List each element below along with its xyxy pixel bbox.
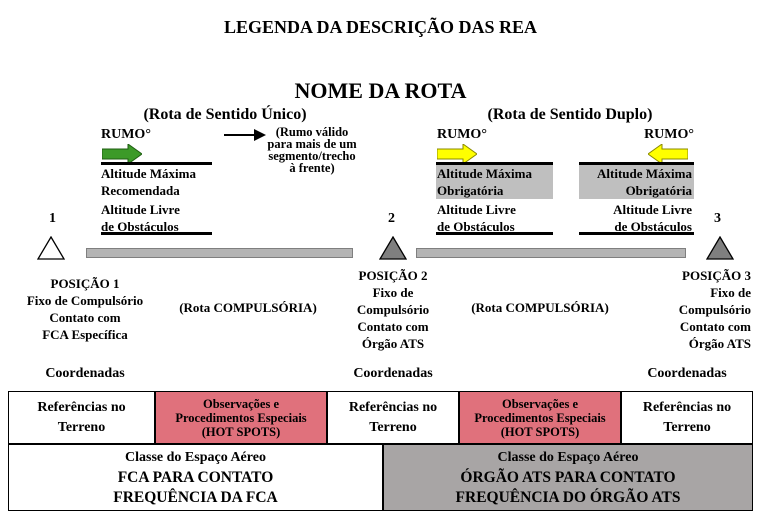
one-way-alt-bottom: Altitude Livre de Obstáculos	[101, 202, 180, 234]
one-way-alt-top: Altitude Máxima Recomendada	[101, 166, 196, 198]
position-number-3: 3	[714, 211, 721, 226]
ground-refs-cell-3: Referências no Terreno	[621, 391, 753, 444]
coordinates-2: Coordenadas	[353, 366, 433, 381]
coordinates-1: Coordenadas	[45, 366, 125, 381]
ground-refs-cell-1: Referências no Terreno	[8, 391, 155, 444]
position-3-triangle-icon	[706, 236, 734, 260]
position-number-1: 1	[49, 211, 56, 226]
fca-contact-cell: Classe do Espaço Aéreo FCA PARA CONTATO …	[8, 444, 383, 511]
ground-refs-cell-2: Referências no Terreno	[327, 391, 459, 444]
position-2-triangle-icon	[379, 236, 407, 260]
observations-cell-2: Observações e Procedimentos Especiais (H…	[459, 391, 621, 444]
one-way-bottom-line	[101, 232, 212, 235]
legend-title: LEGENDA DA DESCRIÇÃO DAS REA	[223, 17, 538, 37]
route-segment-bar-2	[416, 248, 686, 258]
yellow-arrow-left-icon	[648, 144, 688, 164]
two-way-right-heading: RUMO°	[644, 127, 694, 142]
two-way-right-bottom-line	[579, 232, 694, 235]
yellow-arrow-right-icon	[437, 144, 477, 164]
segment-1-label: (Rota COMPULSÓRIA)	[179, 300, 317, 315]
right-arrow-icon	[224, 129, 266, 141]
two-way-left-alt-top: Altitude Máxima Obrigatória	[437, 166, 532, 198]
route-segment-bar-1	[86, 248, 353, 258]
two-way-left-heading: RUMO°	[437, 127, 487, 142]
two-way-right-highlight	[579, 165, 694, 199]
two-way-left-top-line	[436, 162, 553, 165]
two-way-right-alt-bottom: Altitude Livre de Obstáculos	[613, 202, 692, 234]
segment-2-label: (Rota COMPULSÓRIA)	[471, 300, 609, 315]
position-3-info: POSIÇÃO 3 Fixo de Compulsório Contato co…	[678, 268, 751, 351]
position-1-info: POSIÇÃO 1 Fixo de Compulsório Contato co…	[26, 276, 144, 342]
two-way-label: (Rota de Sentido Duplo)	[487, 106, 653, 123]
two-way-right-alt-top: Altitude Máxima Obrigatória	[597, 166, 692, 198]
ats-contact-cell: Classe do Espaço Aéreo ÓRGÃO ATS PARA CO…	[383, 444, 753, 511]
observations-cell-1: Observações e Procedimentos Especiais (H…	[155, 391, 327, 444]
position-1-triangle-icon	[37, 236, 65, 260]
route-name: NOME DA ROTA	[294, 78, 467, 103]
two-way-left-highlight	[436, 165, 553, 199]
one-way-heading: RUMO°	[101, 127, 151, 142]
valid-heading-note: (Rumo válido para mais de um segmento/tr…	[267, 125, 357, 175]
two-way-right-top-line	[579, 162, 694, 165]
one-way-label: (Rota de Sentido Único)	[143, 106, 307, 123]
position-number-2: 2	[388, 211, 395, 226]
position-2-info: POSIÇÃO 2 Fixo de Compulsório Contato co…	[356, 268, 430, 351]
two-way-left-bottom-line	[436, 232, 553, 235]
coordinates-3: Coordenadas	[647, 366, 727, 381]
one-way-top-line	[101, 162, 212, 165]
two-way-left-alt-bottom: Altitude Livre de Obstáculos	[437, 202, 516, 234]
green-arrow-icon	[102, 144, 142, 164]
